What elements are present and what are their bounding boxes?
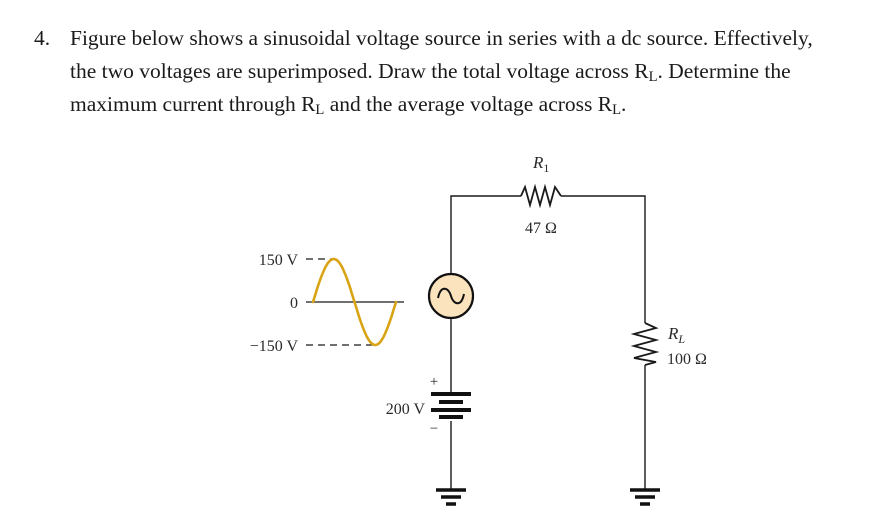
question-line-2: the two voltages are superimposed. Draw … xyxy=(70,59,791,85)
dc-battery xyxy=(431,392,471,419)
top-left-wire xyxy=(450,195,521,274)
rl-resistor xyxy=(630,322,660,366)
question-line-3: maximum current through RL and the avera… xyxy=(70,92,627,118)
trough-label: −150 V xyxy=(250,338,299,355)
peak-label: 150 V xyxy=(259,252,299,269)
r1-label: R1 xyxy=(532,153,549,175)
battery-minus-sign: − xyxy=(430,421,438,437)
ground-left-icon xyxy=(436,488,466,506)
battery-voltage-label: 200 V xyxy=(386,401,426,418)
r1-resistor xyxy=(520,183,562,209)
zero-label: 0 xyxy=(290,295,298,312)
sine-waveform xyxy=(311,257,398,347)
r1-value: 47 Ω xyxy=(525,220,557,237)
question-line-1: Figure below shows a sinusoidal voltage … xyxy=(70,26,813,50)
wires xyxy=(450,195,646,490)
ground-right-icon xyxy=(630,488,660,506)
rl-label: RL xyxy=(667,324,685,346)
question-number: 4. xyxy=(34,26,51,50)
sine-symbol-icon xyxy=(437,287,465,305)
question-body: Figure below shows a sinusoidal voltage … xyxy=(70,22,870,121)
rl-value: 100 Ω xyxy=(667,351,707,368)
battery-plus-sign: + xyxy=(430,374,438,390)
top-right-wire xyxy=(561,195,646,323)
